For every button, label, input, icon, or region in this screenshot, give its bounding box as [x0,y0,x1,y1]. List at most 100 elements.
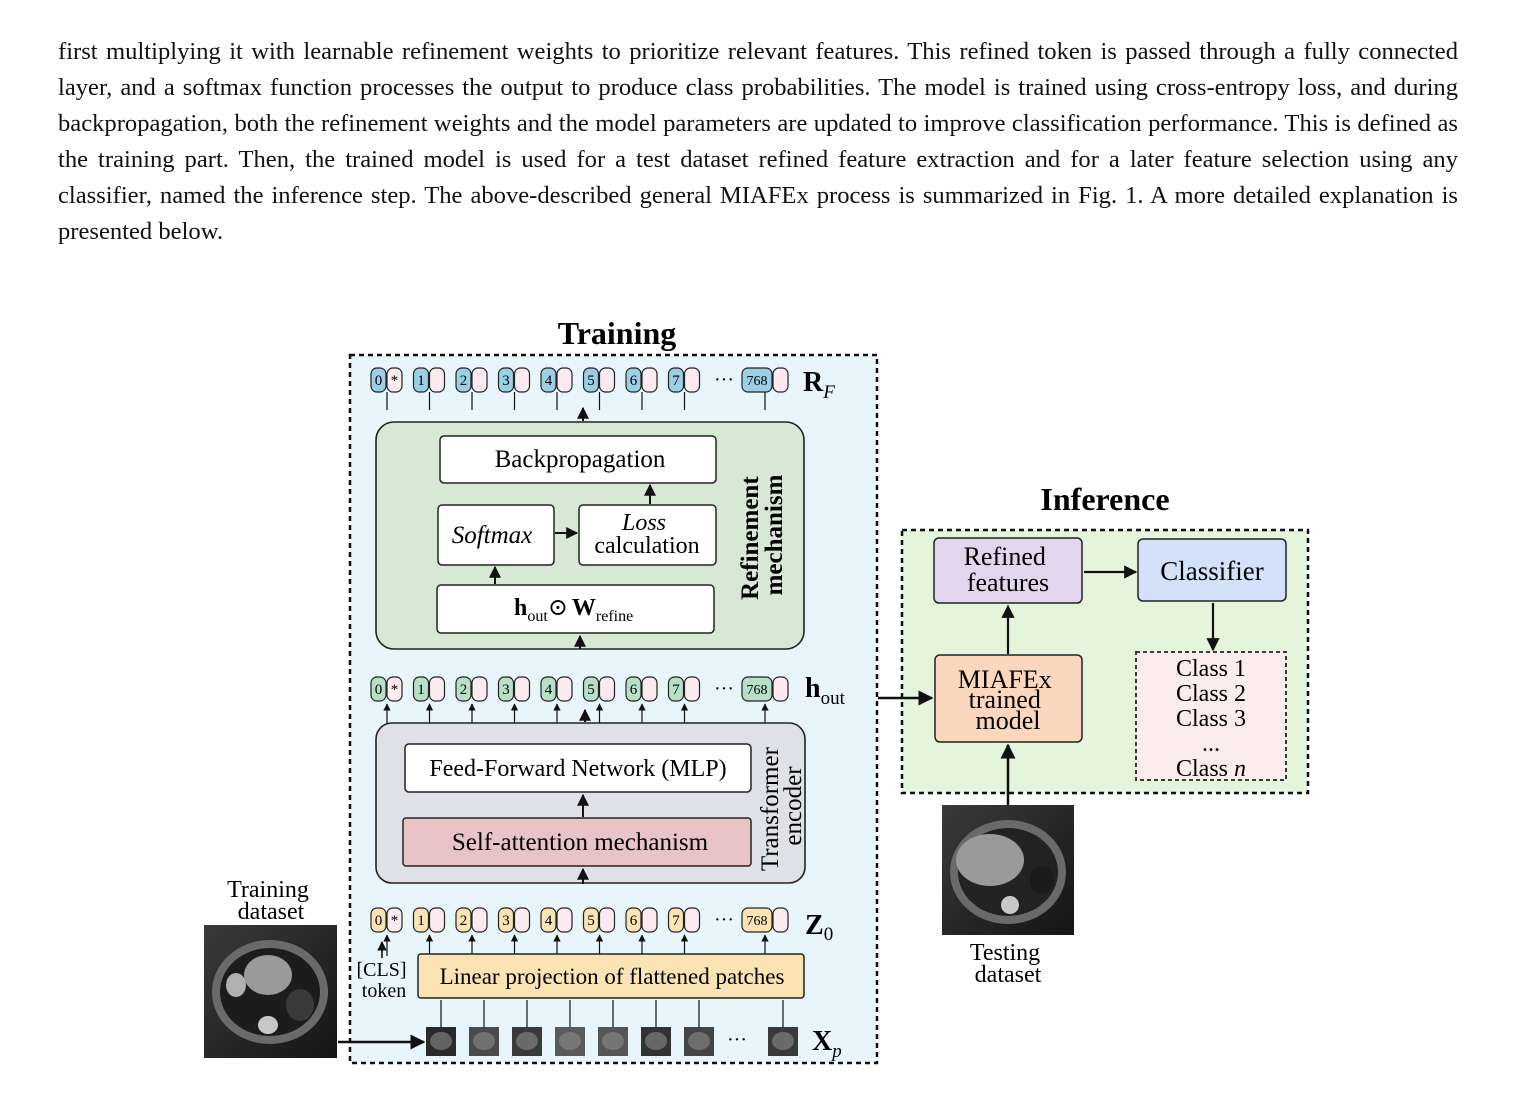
token-1: 1 [412,907,446,933]
patch [641,1027,671,1056]
training-title: Training [558,315,677,351]
token-label: 768 [747,374,768,389]
token-label: 6 [630,682,638,698]
testing-ct-image [942,805,1074,935]
body-paragraph: first multiplying it with learnable refi… [58,34,1458,250]
token-ellipsis: ··· [714,909,734,931]
token-label: 6 [630,373,638,389]
token-3: 3 [497,367,531,393]
backpropagation-text: Backpropagation [495,446,666,473]
token-6: 6 [625,907,658,933]
token-label: 768 [747,683,768,698]
loss-text: Loss calculation [594,510,699,559]
token-label: 1 [417,373,425,389]
classes-box [1135,651,1287,781]
class-item: Class 3 [1176,706,1246,732]
token-star: * [391,373,399,389]
classifier-text: Classifier [1160,556,1263,586]
patch [512,1027,542,1056]
class-item: Class n [1176,756,1246,782]
token-label: 5 [587,373,595,389]
cls-token-label: [CLS] token [357,959,412,1002]
token-7: 7 [667,907,701,933]
token-label: 7 [672,373,680,389]
token-3: 3 [497,907,531,933]
token-label: 5 [587,913,595,929]
token-0: 0* [370,676,403,702]
token-2: 2 [455,367,488,393]
token-2: 2 [455,907,488,933]
token-0: 0* [370,367,403,393]
token-label: 3 [502,913,510,929]
miafex-text: MIAFEx trained model [958,665,1058,735]
z0-label: Z0 [805,910,833,945]
token-star: * [391,682,399,698]
linear-projection-text: Linear projection of flattened patches [440,964,785,989]
training-ct-image [204,925,337,1058]
token-label: 5 [587,682,595,698]
patch [768,1027,798,1056]
token-label: 4 [545,682,553,698]
token-768: 768 [741,907,789,933]
token-0: 0* [370,907,403,933]
hout-label: hout [805,673,846,709]
softmax-text: Softmax [452,522,533,549]
token-4: 4 [540,907,573,933]
token-label: 0 [375,913,383,929]
linear-projection-box [417,953,805,999]
softmax-box [437,504,555,566]
token-1: 1 [412,367,446,393]
patch [469,1027,499,1056]
token-label: 0 [375,682,383,698]
token-2: 2 [455,676,488,702]
refined-features-box [933,537,1083,604]
token-label: 7 [672,682,680,698]
token-label: 0 [375,373,383,389]
token-label: 2 [460,682,468,698]
rf-label: RF [803,367,835,403]
class-item: Class 2 [1176,681,1246,707]
ffn-box [404,743,752,793]
z0-arrows [383,934,769,956]
token-7: 7 [667,367,701,393]
patch-row: ··· [426,1000,798,1056]
hout-arrows [383,703,769,725]
token-5: 5 [582,907,616,933]
patch [555,1027,585,1056]
token-3: 3 [497,676,531,702]
token-label: 2 [460,913,468,929]
rf-arrows [386,392,766,410]
patch [684,1027,714,1056]
inference-title: Inference [1040,481,1169,517]
ffn-text: Feed-Forward Network (MLP) [429,756,726,782]
paragraph-text: first multiplying it with learnable refi… [58,38,1458,245]
loss-box [578,504,717,566]
token-5: 5 [582,676,616,702]
patch-ellipsis: ··· [727,1029,747,1051]
token-6: 6 [625,676,658,702]
token-ellipsis: ··· [714,678,734,700]
token-label: 7 [672,913,680,929]
training-dataset-label: Training dataset [227,877,315,925]
token-label: 768 [747,914,768,929]
token-6: 6 [625,367,658,393]
testing-dataset-label: Testing dataset [970,940,1046,988]
class-item: ... [1202,731,1220,757]
token-label: 4 [545,913,553,929]
token-4: 4 [540,676,573,702]
token-label: 3 [502,373,510,389]
refined-features-text: Refined features [964,542,1053,597]
hout-refine-box [436,584,715,634]
miafex-box [934,654,1083,743]
token-label: 1 [417,682,425,698]
token-label: 1 [417,913,425,929]
token-label: 3 [502,682,510,698]
token-768: 768 [741,676,789,702]
token-5: 5 [582,367,616,393]
transformer-label: Transformer encoder [757,741,807,871]
token-4: 4 [540,367,573,393]
